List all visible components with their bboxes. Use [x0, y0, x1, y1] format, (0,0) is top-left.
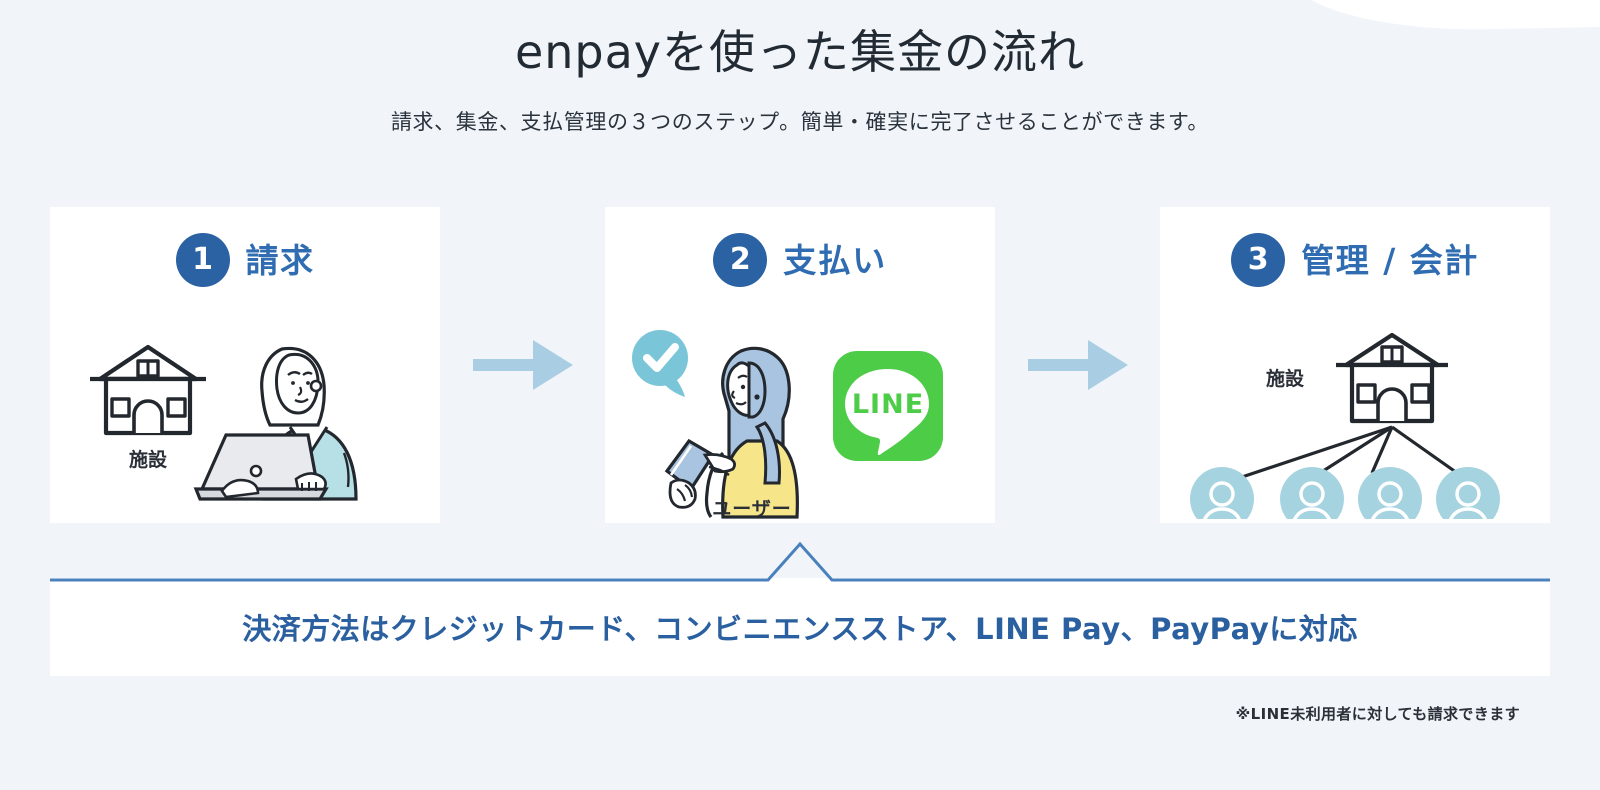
steps-row: 1 請求 施設: [50, 207, 1550, 531]
step-card-3[interactable]: 3 管理 / 会計: [1160, 207, 1550, 531]
arrow-gap-1: [440, 207, 605, 523]
payment-methods-banner: 決済方法はクレジットカード、コンビニエンスストア、LINE Pay、PayPay…: [50, 541, 1550, 676]
step-1-label: 請求: [245, 240, 315, 280]
step-3-caption: 施設: [1266, 367, 1305, 390]
step-1-header: 1 請求: [50, 233, 440, 287]
facility-building-icon: [1336, 332, 1448, 424]
step-2-caption: ユーザー: [712, 498, 792, 519]
woman-with-smartphone-illustration: [664, 346, 799, 519]
line-logo-text: LINE: [852, 389, 924, 420]
arrow-gap-2: [995, 207, 1160, 523]
page-subtitle: 請求、集金、支払管理の３つのステップ。簡単・確実に完了させることができます。: [390, 109, 1210, 134]
woman-with-laptop-illustration: [193, 346, 358, 501]
user-avatar-group: [1190, 467, 1500, 531]
step-2-label: 支払い: [783, 240, 887, 280]
step-2-number-badge: 2: [713, 233, 768, 287]
payment-methods-text: 決済方法はクレジットカード、コンビニエンスストア、LINE Pay、PayPay…: [242, 612, 1358, 646]
section-header: enpayを使った集金の流れ 請求、集金、支払管理の３つのステップ。簡単・確実に…: [0, 24, 1600, 136]
banner-notch-line: [50, 541, 1550, 582]
user-avatar-icon: [1280, 467, 1344, 531]
step-2-illustration: LINE ユーザー: [605, 303, 995, 520]
step-2-art-svg: LINE ユーザー: [632, 330, 943, 520]
step-1-caption: 施設: [129, 448, 168, 471]
step-3-art-svg: 施設: [1190, 332, 1500, 531]
check-bubble-icon: [632, 330, 688, 397]
user-avatar-icon: [1436, 467, 1500, 531]
step-1-number-badge: 1: [175, 233, 230, 287]
user-avatar-icon: [1358, 467, 1422, 531]
line-app-icon: LINE: [833, 351, 943, 461]
facility-building-icon: [90, 344, 206, 436]
footnote-text: ※LINE未利用者に対しても請求できます: [1235, 705, 1520, 723]
page-title: enpayを使った集金の流れ: [514, 25, 1086, 79]
flow-arrow-2-to-3: [1027, 340, 1128, 390]
user-avatar-icon: [1190, 467, 1254, 531]
flow-arrow-1-to-2: [472, 340, 573, 390]
step-card-1[interactable]: 1 請求 施設: [50, 207, 440, 523]
step-3-number-badge: 3: [1231, 233, 1286, 287]
step-3-label: 管理 / 会計: [1301, 240, 1479, 280]
step-1-art-svg: 施設: [90, 344, 358, 501]
connector-lines: [1241, 425, 1461, 479]
step-2-header: 2 支払い: [605, 233, 995, 287]
step-3-header: 3 管理 / 会計: [1160, 233, 1550, 287]
step-3-illustration: 施設: [1160, 303, 1550, 531]
step-1-illustration: 施設: [50, 303, 440, 519]
step-card-2[interactable]: 2 支払い: [605, 207, 995, 523]
